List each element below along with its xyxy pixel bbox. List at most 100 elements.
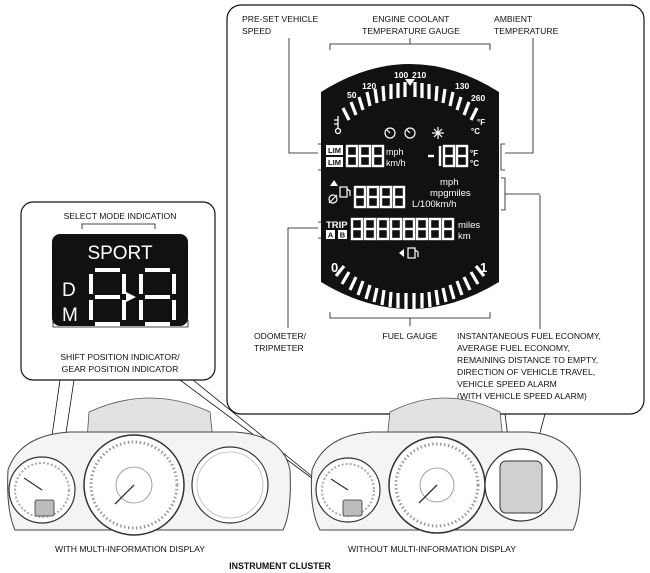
fuel-full-label: 1 xyxy=(480,260,487,275)
temp-digits xyxy=(428,144,469,168)
speed-unit-kmh: km/h xyxy=(386,158,406,168)
right-tacho-needle xyxy=(330,478,349,491)
gear-digit-right xyxy=(139,268,176,326)
right-gear-display xyxy=(342,499,363,517)
gear-arrow-icon xyxy=(126,292,136,302)
average-slash xyxy=(328,194,338,204)
fuel-economy-label-6: (WITH VEHICLE SPEED ALARM) xyxy=(457,391,587,401)
gauge-deg-f: °F xyxy=(477,118,485,127)
fuel-pump-icon xyxy=(339,186,351,198)
coolant-gauge-ticks xyxy=(341,82,479,121)
multi-info-inset: PRE-SET VEHICLE SPEED ENGINE COOLANT TEM… xyxy=(226,4,645,415)
temp-bracket xyxy=(500,143,505,171)
preset-speed-label-2: SPEED xyxy=(242,26,271,36)
ambient-label-1: AMBIENT xyxy=(494,14,533,24)
right-speedo-needle xyxy=(418,484,438,504)
select-mode-bracket xyxy=(81,223,156,229)
ambient-deg-c: °C xyxy=(470,159,479,168)
gear-digit-left xyxy=(89,268,126,326)
preset-speed-label-1: PRE-SET VEHICLE xyxy=(242,14,319,24)
fuel-bracket xyxy=(329,312,491,319)
fuel-economy-label-3: REMAINING DISTANCE TO EMPTY, xyxy=(457,355,598,365)
coolant-100: 100 xyxy=(394,70,408,80)
fuel-door-arrow-icon xyxy=(399,249,404,257)
left-cluster-hood xyxy=(86,397,214,441)
lim-badge-1 xyxy=(326,145,343,155)
fuel-gauge-pump-icon xyxy=(407,247,419,259)
gear-lcd-panel xyxy=(52,234,188,326)
odo-unit-km: km xyxy=(458,231,471,242)
fuel-economy-label-5: VEHICLE SPEED ALARM xyxy=(457,379,557,389)
figure-caption: INSTRUMENT CLUSTER xyxy=(229,561,331,571)
econ-unit-l100km: L/100km/h xyxy=(412,199,456,210)
odo-unit-miles: miles xyxy=(458,220,480,231)
cluster-with-mid: WITH MULTI-INFORMATION DISPLAY xyxy=(7,397,291,554)
direction-arrow-icon xyxy=(330,180,338,186)
right-cluster-hood xyxy=(386,397,504,441)
shift-bracket xyxy=(52,320,189,328)
odometer-leader xyxy=(287,227,318,328)
cruise-speed-icons xyxy=(384,127,416,139)
average-icon xyxy=(328,194,338,204)
speed-unit-mph: mph xyxy=(386,147,404,157)
odometer-label-1: ODOMETER/ xyxy=(254,331,307,341)
left-speedo-needle xyxy=(114,484,135,505)
trip-a-badge xyxy=(326,230,335,239)
speed-digits xyxy=(345,144,385,168)
coolant-center-marker-icon xyxy=(405,79,415,86)
select-mode-label: SELECT MODE INDICATION xyxy=(64,211,177,221)
coolant-50: 50 xyxy=(347,90,357,100)
odometer-digits xyxy=(350,217,455,241)
coolant-thermometer-icon xyxy=(334,116,342,135)
fuel-empty-label: 0 xyxy=(331,260,338,275)
left-tacho-scale xyxy=(14,462,70,518)
gauge-deg-c: °C xyxy=(471,127,480,136)
multi-info-lcd xyxy=(321,64,499,309)
left-mid-display xyxy=(191,446,269,524)
econ-digits xyxy=(353,185,406,209)
without-mid-label: WITHOUT MULTI-INFORMATION DISPLAY xyxy=(348,544,516,554)
coolant-leader xyxy=(329,38,491,50)
coolant-label-1: ENGINE COOLANT xyxy=(373,14,451,24)
coolant-120: 120 xyxy=(362,81,376,91)
fuel-gauge-ticks xyxy=(334,265,486,309)
econ-unit-mph: mph xyxy=(440,177,458,188)
coolant-210: 210 xyxy=(412,70,426,80)
trip-a-text: A xyxy=(328,231,334,240)
coolant-label-2: TEMPERATURE GAUGE xyxy=(362,26,460,36)
right-speedo-scale xyxy=(394,442,480,528)
sport-mode-text: SPORT xyxy=(87,243,153,264)
trip-b-badge xyxy=(338,230,347,239)
cluster-without-mid: WITHOUT MULTI-INFORMATION DISPLAY xyxy=(310,397,581,554)
trip-b-text: B xyxy=(340,231,346,240)
shift-label-1: SHIFT POSITION INDICATOR/ xyxy=(60,352,180,362)
fuel-economy-label-4: DIRECTION OF VEHICLE TRAVEL, xyxy=(457,367,595,377)
trip-label: TRIP xyxy=(326,220,348,231)
lim-text-1: LIM xyxy=(328,146,341,155)
left-mid-inner xyxy=(196,451,264,519)
fuel-economy-label-1: INSTANTANEOUS FUEL ECONOMY, xyxy=(457,331,601,341)
manual-letter: M xyxy=(62,305,78,326)
coolant-130: 130 xyxy=(455,81,469,91)
drive-letter: D xyxy=(62,280,76,301)
select-mode-inset: SELECT MODE INDICATION SPORT D M SHIFT P… xyxy=(20,201,216,381)
coolant-260: 260 xyxy=(471,93,485,103)
snowflake-icon xyxy=(432,127,444,139)
lim-text-2: LIM xyxy=(328,158,341,167)
preset-speed-leader xyxy=(288,38,318,154)
ambient-leader xyxy=(505,38,534,154)
right-lcd-window xyxy=(499,460,543,514)
lim-badge-2 xyxy=(326,157,343,167)
odometer-label-2: TRIPMETER xyxy=(254,343,304,353)
fuel-gauge-label: FUEL GAUGE xyxy=(382,331,437,341)
left-tacho-needle xyxy=(23,477,43,491)
shift-label-2: GEAR POSITION INDICATOR xyxy=(62,364,179,374)
econ-unit-mpgmiles: mpgmiles xyxy=(430,188,471,199)
left-gear-display xyxy=(34,499,55,517)
ambient-label-2: TEMPERATURE xyxy=(494,26,559,36)
fuel-economy-label-2: AVERAGE FUEL ECONOMY, xyxy=(457,343,570,353)
left-speedo-scale xyxy=(89,440,179,530)
ambient-deg-f: °F xyxy=(470,149,478,158)
with-mid-label: WITH MULTI-INFORMATION DISPLAY xyxy=(55,544,205,554)
